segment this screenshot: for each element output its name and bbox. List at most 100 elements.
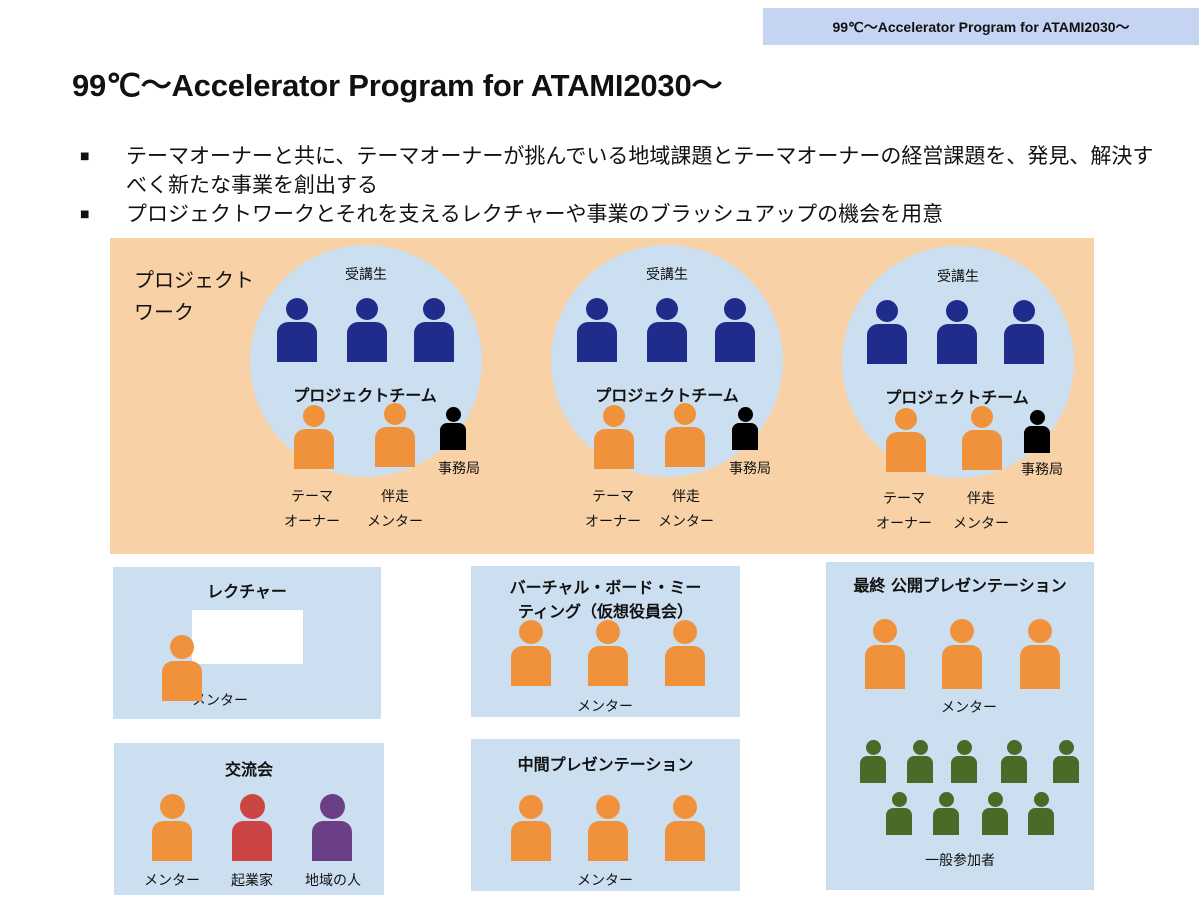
mentor-icon-body bbox=[162, 660, 202, 701]
student-icon-body bbox=[347, 321, 387, 362]
mentor-icon-body bbox=[962, 429, 1002, 470]
public-participant-icon-head bbox=[938, 792, 954, 807]
page-title: 99℃〜Accelerator Program for ATAMI2030〜 bbox=[72, 68, 723, 103]
owner-label-1: テーマ bbox=[883, 491, 925, 507]
student-icon-head bbox=[656, 298, 678, 320]
mentor-icon-head bbox=[519, 620, 543, 644]
office-icon-body bbox=[732, 423, 758, 451]
public-participant-icon-body bbox=[860, 756, 886, 784]
student-icon-head bbox=[876, 300, 898, 322]
mentor-icon-body bbox=[375, 426, 415, 467]
public-participant-icon-body bbox=[1001, 756, 1027, 784]
mentor-label-1: 伴走 bbox=[672, 489, 700, 505]
public-participant-icon-body bbox=[907, 756, 933, 784]
public-participant-icon-body bbox=[1053, 756, 1079, 784]
mentor-icon-body bbox=[665, 426, 705, 467]
student-icon-body bbox=[414, 321, 454, 362]
students-label: 受講生 bbox=[345, 267, 387, 283]
mentor-icon-body bbox=[511, 645, 551, 686]
owner-label-2: オーナー bbox=[284, 514, 340, 530]
mentor-icon-head bbox=[674, 403, 696, 425]
owner-label-2: オーナー bbox=[585, 514, 641, 530]
theme-owner-icon-head bbox=[895, 408, 917, 430]
mentor-label-2: メンター bbox=[658, 514, 714, 530]
student-icon-head bbox=[724, 298, 746, 320]
mentor-icon-head bbox=[673, 795, 697, 819]
project-work-label: プロジェクト ワーク bbox=[134, 268, 254, 324]
public-participant-icon-head bbox=[912, 740, 928, 755]
public-participant-icon-head bbox=[1058, 740, 1074, 755]
project-team-label: プロジェクトチーム bbox=[293, 386, 437, 405]
mentor-label-2: メンター bbox=[367, 514, 423, 530]
public-participant-icon-body bbox=[1028, 808, 1054, 836]
student-icon-head bbox=[286, 298, 308, 320]
mentor-label: メンター bbox=[941, 700, 997, 716]
mentor-icon-head bbox=[873, 619, 897, 643]
final-presentation-title: 最終 公開プレゼンテーション bbox=[853, 576, 1067, 595]
mentor-icon-body bbox=[588, 820, 628, 861]
mentor-icon-head bbox=[384, 403, 406, 425]
public-participant-icon-head bbox=[891, 792, 907, 807]
bullet-square-icon: ■ bbox=[80, 151, 90, 162]
student-icon-body bbox=[577, 321, 617, 362]
office-icon-head bbox=[1029, 410, 1045, 425]
student-icon-body bbox=[715, 321, 755, 362]
project-team-label: プロジェクトチーム bbox=[885, 388, 1029, 407]
bullet-square-icon: ■ bbox=[80, 209, 90, 220]
bullet-text: テーマオーナーと共に、テーマオーナーが挑んでいる地域課題とテーマオーナーの経営課… bbox=[126, 144, 1154, 197]
mentor-icon-body bbox=[942, 644, 982, 689]
owner-label-1: テーマ bbox=[291, 489, 333, 505]
student-icon-body bbox=[277, 321, 317, 362]
students-label: 受講生 bbox=[646, 267, 688, 283]
student-icon-body bbox=[937, 323, 977, 364]
owner-label-1: テーマ bbox=[592, 489, 634, 505]
mentor-icon-body bbox=[865, 644, 905, 689]
student-icon-head bbox=[1013, 300, 1035, 322]
public-participant-icon-head bbox=[865, 740, 881, 755]
public-participant-icon-head bbox=[987, 792, 1003, 807]
mentor-icon-head bbox=[170, 635, 194, 659]
office-label: 事務局 bbox=[1021, 462, 1063, 478]
screen-icon bbox=[192, 610, 303, 664]
public-participant-icon-head bbox=[1033, 792, 1049, 807]
office-label: 事務局 bbox=[729, 461, 771, 477]
local-person-icon-head bbox=[319, 794, 345, 819]
exchange-box bbox=[114, 743, 384, 895]
exchange-title: 交流会 bbox=[224, 760, 273, 779]
bullet-text: プロジェクトワークとそれを支えるレクチャーや事業のブラッシュアップの機会を用意 bbox=[126, 202, 944, 226]
mentor-icon-head bbox=[596, 620, 620, 644]
office-label: 事務局 bbox=[438, 461, 480, 477]
entrepreneur-icon-head bbox=[239, 794, 265, 819]
final-presentation-box bbox=[826, 562, 1094, 890]
office-icon-body bbox=[1024, 426, 1050, 454]
exchange-label: 起業家 bbox=[231, 873, 273, 889]
virtual-board-title-1: バーチャル・ボード・ミー bbox=[509, 578, 702, 597]
entrepreneur-icon-body bbox=[232, 821, 272, 861]
public-participant-icon-body bbox=[933, 808, 959, 836]
mentor-icon-body bbox=[152, 821, 192, 861]
student-icon-head bbox=[946, 300, 968, 322]
bullet-item: ■ プロジェクトワークとそれを支えるレクチャーや事業のブラッシュアップの機会を用… bbox=[80, 200, 1160, 229]
mentor-icon-head bbox=[1028, 619, 1052, 643]
student-icon-body bbox=[867, 323, 907, 364]
owner-label-2: オーナー bbox=[876, 516, 932, 532]
student-icon-head bbox=[423, 298, 445, 320]
public-participant-icon-head bbox=[1006, 740, 1022, 755]
theme-owner-icon-body bbox=[886, 431, 926, 472]
mentor-label-1: 伴走 bbox=[967, 491, 995, 507]
public-participant-icon-body bbox=[982, 808, 1008, 836]
project-team-label: プロジェクトチーム bbox=[595, 386, 739, 405]
mentor-icon-body bbox=[1020, 644, 1060, 689]
exchange-label: メンター bbox=[144, 873, 200, 889]
bullet-item: ■ テーマオーナーと共に、テーマオーナーが挑んでいる地域課題とテーマオーナーの経… bbox=[80, 142, 1160, 200]
theme-owner-icon-head bbox=[603, 405, 625, 427]
local-person-icon-body bbox=[312, 821, 352, 861]
students-label: 受講生 bbox=[937, 269, 979, 285]
public-participant-icon-body bbox=[951, 756, 977, 784]
mentor-icon-body bbox=[588, 645, 628, 686]
virtual-board-title-2: ティング（仮想役員会） bbox=[517, 602, 694, 621]
public-participant-icon-body bbox=[886, 808, 912, 836]
public-participant-icon-head bbox=[956, 740, 972, 755]
lecture-title: レクチャー bbox=[207, 582, 287, 601]
student-icon-body bbox=[647, 321, 687, 362]
